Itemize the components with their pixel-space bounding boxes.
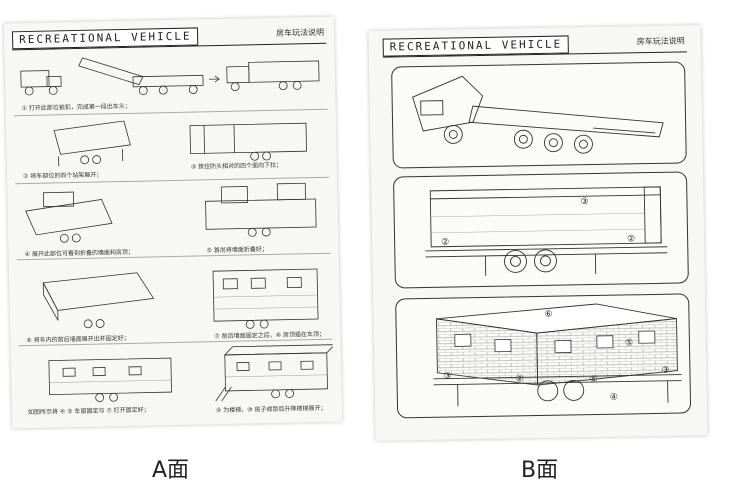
instruction-sheet-a: RECREATIONAL VEHICLE 房车玩法说明 ① 打开此部位锁扣，完成… bbox=[3, 16, 343, 429]
step-3: ④ 展开此部位可看到折叠的墙面和房顶； ⑤ 首尚将墙面折叠好； bbox=[15, 178, 331, 261]
step-3-caption-right: ⑤ 首尚将墙面折叠好； bbox=[206, 246, 268, 255]
marker-3-left: ③ bbox=[443, 372, 451, 382]
marker-3: ③ bbox=[580, 197, 588, 207]
step-2-caption-right: ③ 按住防头相对的四个面向下拉； bbox=[190, 161, 283, 171]
cargo-trailer-illustration: ③ ② ② bbox=[425, 186, 668, 276]
marker-2-left: ② bbox=[441, 238, 449, 248]
marker-2: ② bbox=[515, 374, 523, 384]
marker-4: ④ bbox=[610, 393, 618, 403]
panel-cargo-trailer: ③ ② ② bbox=[392, 171, 689, 289]
tractor-truck-illustration bbox=[412, 75, 664, 154]
sheet-a-subtitle: 房车玩法说明 bbox=[275, 27, 325, 38]
sheet-b-header: RECREATIONAL VEHICLE 房车玩法说明 bbox=[382, 33, 687, 58]
step-4-illustration bbox=[42, 268, 319, 329]
step-5-illustration bbox=[48, 344, 335, 402]
sheet-a-title: RECREATIONAL VEHICLE bbox=[11, 27, 199, 50]
step-2: ② 将车部位的四个站架展开； ③ 按住防头相对的四个面向下拉； bbox=[13, 110, 330, 185]
brick-house-trailer-illustration: ⑥ ⑤ ③ ② ③ ⑤ ④ bbox=[433, 303, 682, 407]
marker-5-right: ⑤ bbox=[625, 338, 633, 348]
panel-brick-house-trailer: ⑥ ⑤ ③ ② ③ ⑤ ④ bbox=[395, 293, 692, 419]
sheet-b-title: RECREATIONAL VEHICLE bbox=[382, 35, 570, 57]
marker-2-right: ② bbox=[627, 234, 635, 244]
step-2-caption-left: ② 将车部位的四个站架展开； bbox=[22, 171, 103, 181]
marker-3-right: ③ bbox=[661, 366, 669, 376]
step-3-illustration bbox=[25, 182, 317, 243]
instruction-sheet-b: RECREATIONAL VEHICLE 房车玩法说明 bbox=[368, 25, 708, 441]
step-1-illustration bbox=[20, 57, 320, 96]
step-4: ⑥ 将车内的前后墙面展开出并固定好； ⑦ 前后墙面固定之后，⑧ 房顶插在车顶； bbox=[16, 254, 333, 347]
side-a-label: A面 bbox=[152, 458, 190, 483]
sheet-b-subtitle: 房车玩法说明 bbox=[636, 36, 685, 47]
step-2-illustration bbox=[53, 120, 307, 167]
step-1: ① 打开此部位锁扣，完成第一段出车头； bbox=[12, 46, 328, 117]
side-b-label: B面 bbox=[521, 458, 559, 483]
panel-tractor-truck bbox=[391, 61, 687, 169]
marker-5-bottom: ⑤ bbox=[589, 375, 597, 385]
sheet-a-header: RECREATIONAL VEHICLE 房车玩法说明 bbox=[11, 24, 327, 51]
marker-6: ⑥ bbox=[544, 310, 552, 320]
step-5: 如图所示将 ④ ⑤ 车窗固定与 ⑦ 打开固定好； ⑨ 为楼梯，⑩ 房子成型后升降… bbox=[19, 341, 335, 422]
